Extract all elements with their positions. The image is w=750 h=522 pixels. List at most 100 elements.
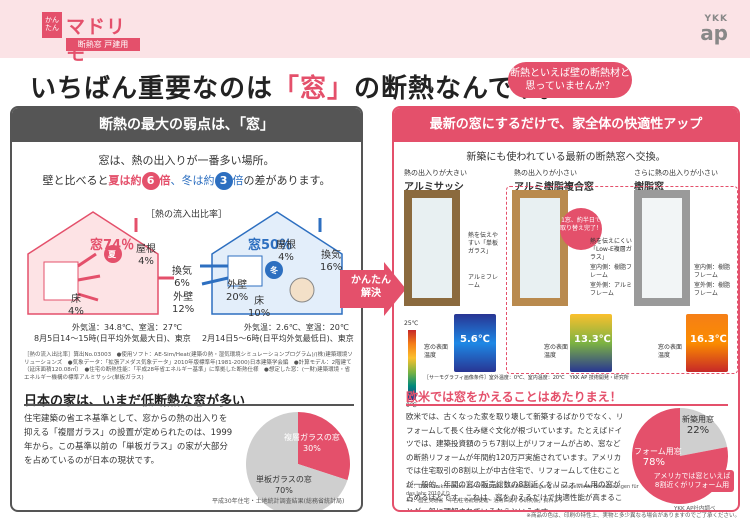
right-section-title: 欧米では窓をかえることはあたりまえ！ — [406, 390, 622, 404]
intro-winter: 、冬は約 — [170, 174, 215, 187]
win3-subtitle: さらに熱の出入りが小さい — [634, 169, 718, 177]
win1-glass — [412, 198, 452, 298]
win2-annotation-inner: 室内側：樹脂フレーム — [590, 264, 633, 279]
win1-thermal — [454, 314, 496, 372]
pie-slice-0 — [680, 408, 728, 456]
scale-max: 25℃ — [404, 320, 419, 327]
winter-roof-pct: 4% — [278, 252, 294, 263]
right-panel: 最新の窓にするだけで、家全体の快適性アップ 新築にも使われている最新の断熱窓へ交… — [392, 106, 740, 512]
pie1-label-single: 単板ガラスの窓 70% — [256, 474, 312, 496]
intro-text-h: の差があります。 — [243, 174, 331, 187]
summer-caption-2: 8月5日14～15時(日平均外気最大日)、東京 — [34, 334, 191, 343]
win2-annotation-glass: 熱を伝えにくい「Low-E複層ガラス」 — [590, 238, 632, 261]
pie-slice-0 — [298, 412, 350, 481]
winter-season: 冬 — [270, 266, 278, 275]
win3-frame-image — [634, 190, 690, 306]
left-section-body: 住宅建築の省エネ基準として、窓からの熱の出入りを抑える「複層ガラス」の設置が定め… — [24, 414, 233, 466]
surface-label-2: 窓の表面温度 — [544, 344, 569, 359]
win1-subtitle: 熱の出入りが大きい — [404, 169, 467, 177]
solution-arrow-shape — [340, 262, 406, 316]
ykk-logo-bottom: ap — [700, 21, 728, 45]
pie2-label-new-name: 新築用窓 — [682, 415, 714, 424]
winter-ratio: 3 — [219, 174, 228, 187]
simulation-sources: ［熱の流入出比率］算出No.03003 ●使用ソフト：AE-Sim/Heat(建… — [24, 352, 353, 381]
winter-badge — [265, 261, 283, 279]
intro-summer: 夏は約 — [108, 174, 142, 187]
speech-bubble: 断熱といえば壁の断熱材と思っていませんか？ — [508, 62, 632, 98]
summer-badge — [104, 245, 122, 263]
replacement-callout: 1窓、約半日で取り替え完了！ — [560, 208, 602, 250]
winter-ratio-badge: 3 — [214, 172, 233, 190]
left-panel-title: 断熱の最大の弱点は､「窓」 — [12, 108, 361, 142]
right-section-body: 欧米では、古くなった家を取り壊して新築するばかりでなく、リフォームして長く住み継… — [406, 412, 624, 512]
surface-label-3: 窓の表面温度 — [658, 344, 683, 359]
winter-window-pct: 窓50％ — [248, 234, 292, 253]
pie2-label-reform-name: リフォーム用窓 — [626, 447, 682, 456]
winter-floor-label: 床 — [254, 296, 265, 307]
win1-annotation-frame: アルミフレーム — [468, 274, 498, 289]
winter-caption-2: 2月14日5～6時(日平均外気最低日)、東京 — [202, 334, 354, 343]
left-pie-source: 平成30年住宅・土地統計調査結果(総務省統計局) — [212, 498, 345, 505]
intro-text-a: 壁と比べると — [42, 174, 109, 187]
right-footnotes: ※1：DIW Strukturdaten zur Produktion und … — [406, 484, 646, 505]
page-header: かんたん マドリモ 断熱窓 戸建用 YKK ap — [0, 0, 750, 65]
left-intro-1: 窓は、熱の出入りが一番多い場所。 — [98, 154, 275, 167]
pie1-label-single-name: 単板ガラスの窓 — [256, 475, 312, 484]
left-section-rule — [24, 404, 354, 406]
winter-caption-1: 外気温：2.6℃、室温：20℃ — [244, 323, 349, 332]
summer-wall-pct: 12% — [172, 304, 195, 315]
win3-thermal — [686, 314, 728, 372]
summer-ratio: 6 — [146, 174, 155, 187]
main-headline: いちばん重要なのは「窓」の断熱なんです。 — [30, 68, 566, 105]
winter-window-value: 50％ — [261, 238, 293, 253]
win3-surface-temp: 16.3℃ — [690, 334, 727, 345]
win2-surface-temp: 13.3℃ — [574, 334, 611, 345]
summer-floor-pct: 4% — [68, 306, 84, 317]
win3-annotation-inner: 室内側：樹脂フレーム — [694, 264, 731, 279]
intro-times-2: 倍 — [232, 174, 244, 187]
footnote-2: ※2：国土交通省「中古住宅流通促進・活用に関する研究会」資料より — [406, 498, 564, 504]
pie1-label-double-name: 複層ガラスの窓 — [284, 433, 340, 442]
winter-roof-label: 屋根 — [276, 240, 296, 251]
footer-disclaimer: ※商品の色は、印刷の特性上、実物と多少異なる場合がありますのでご了承ください。 — [526, 513, 740, 519]
right-section-rule — [406, 404, 728, 406]
win2-frame-image — [512, 190, 568, 306]
win1-surface-temp: 5.6℃ — [460, 334, 490, 345]
win1-frame-image — [404, 190, 460, 306]
winter-window-label: 窓 — [248, 238, 262, 253]
summer-house-window — [43, 261, 79, 301]
pie1-value-single: 70% — [275, 486, 293, 495]
right-panel-title: 最新の窓にするだけで、家全体の快適性アップ — [394, 108, 738, 142]
win2-glass — [520, 198, 560, 298]
glass-pie-svg — [246, 412, 350, 510]
winter-vent-pct: 16% — [320, 262, 343, 273]
winter-heat-arrows — [200, 264, 229, 286]
win1-name: アルミサッシ — [404, 182, 464, 193]
winter-floor-pct: 10% — [248, 308, 271, 319]
win1-annotation-glass: 熱を伝えやすい「単板ガラス」 — [468, 232, 499, 255]
window-hybrid: 熱の出入りが小さい アルミ樹脂複合窓 — [506, 168, 614, 193]
ykk-ap-logo: YKK ap — [700, 14, 728, 45]
pie2-annotation: アメリカでは窓といえば8割近くがリフォーム用 — [650, 470, 734, 492]
summer-roof-pct: 4% — [138, 256, 154, 267]
winter-wall-label: 外壁 — [227, 280, 248, 291]
headline-part1: いちばん重要なのは — [30, 74, 274, 104]
summer-house-diagram — [27, 211, 174, 315]
kantan-badge: かんたん — [42, 12, 62, 38]
summer-season: 夏 — [108, 250, 116, 259]
win2-annotation-outer: 室外側：アルミフレーム — [590, 282, 632, 297]
winter-house-window — [227, 255, 263, 287]
right-pie-source: YKK AP社内調べ — [674, 506, 716, 512]
winter-wall-pct: 20% — [226, 292, 249, 303]
